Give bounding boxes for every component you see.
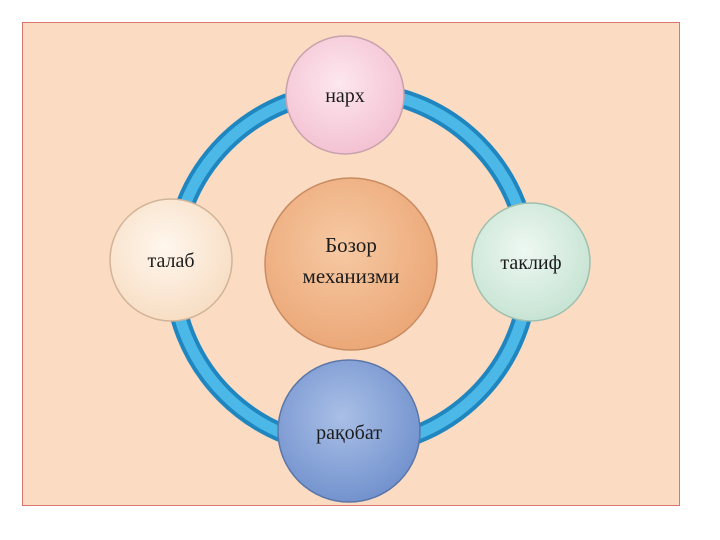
center-node: Бозор механизми — [264, 177, 438, 351]
center-label-line2: механизми — [303, 264, 400, 288]
node-left-label: талаб — [147, 250, 194, 272]
node-top: нарх — [285, 35, 405, 155]
node-right-label: таклиф — [500, 252, 561, 274]
node-top-label: нарх — [325, 85, 365, 107]
node-left: талаб — [109, 198, 233, 322]
node-right: таклиф — [471, 202, 591, 322]
center-label-line1: Бозор — [325, 233, 377, 257]
node-bottom: рақобат — [277, 359, 421, 503]
node-bottom-label: рақобат — [316, 422, 382, 444]
